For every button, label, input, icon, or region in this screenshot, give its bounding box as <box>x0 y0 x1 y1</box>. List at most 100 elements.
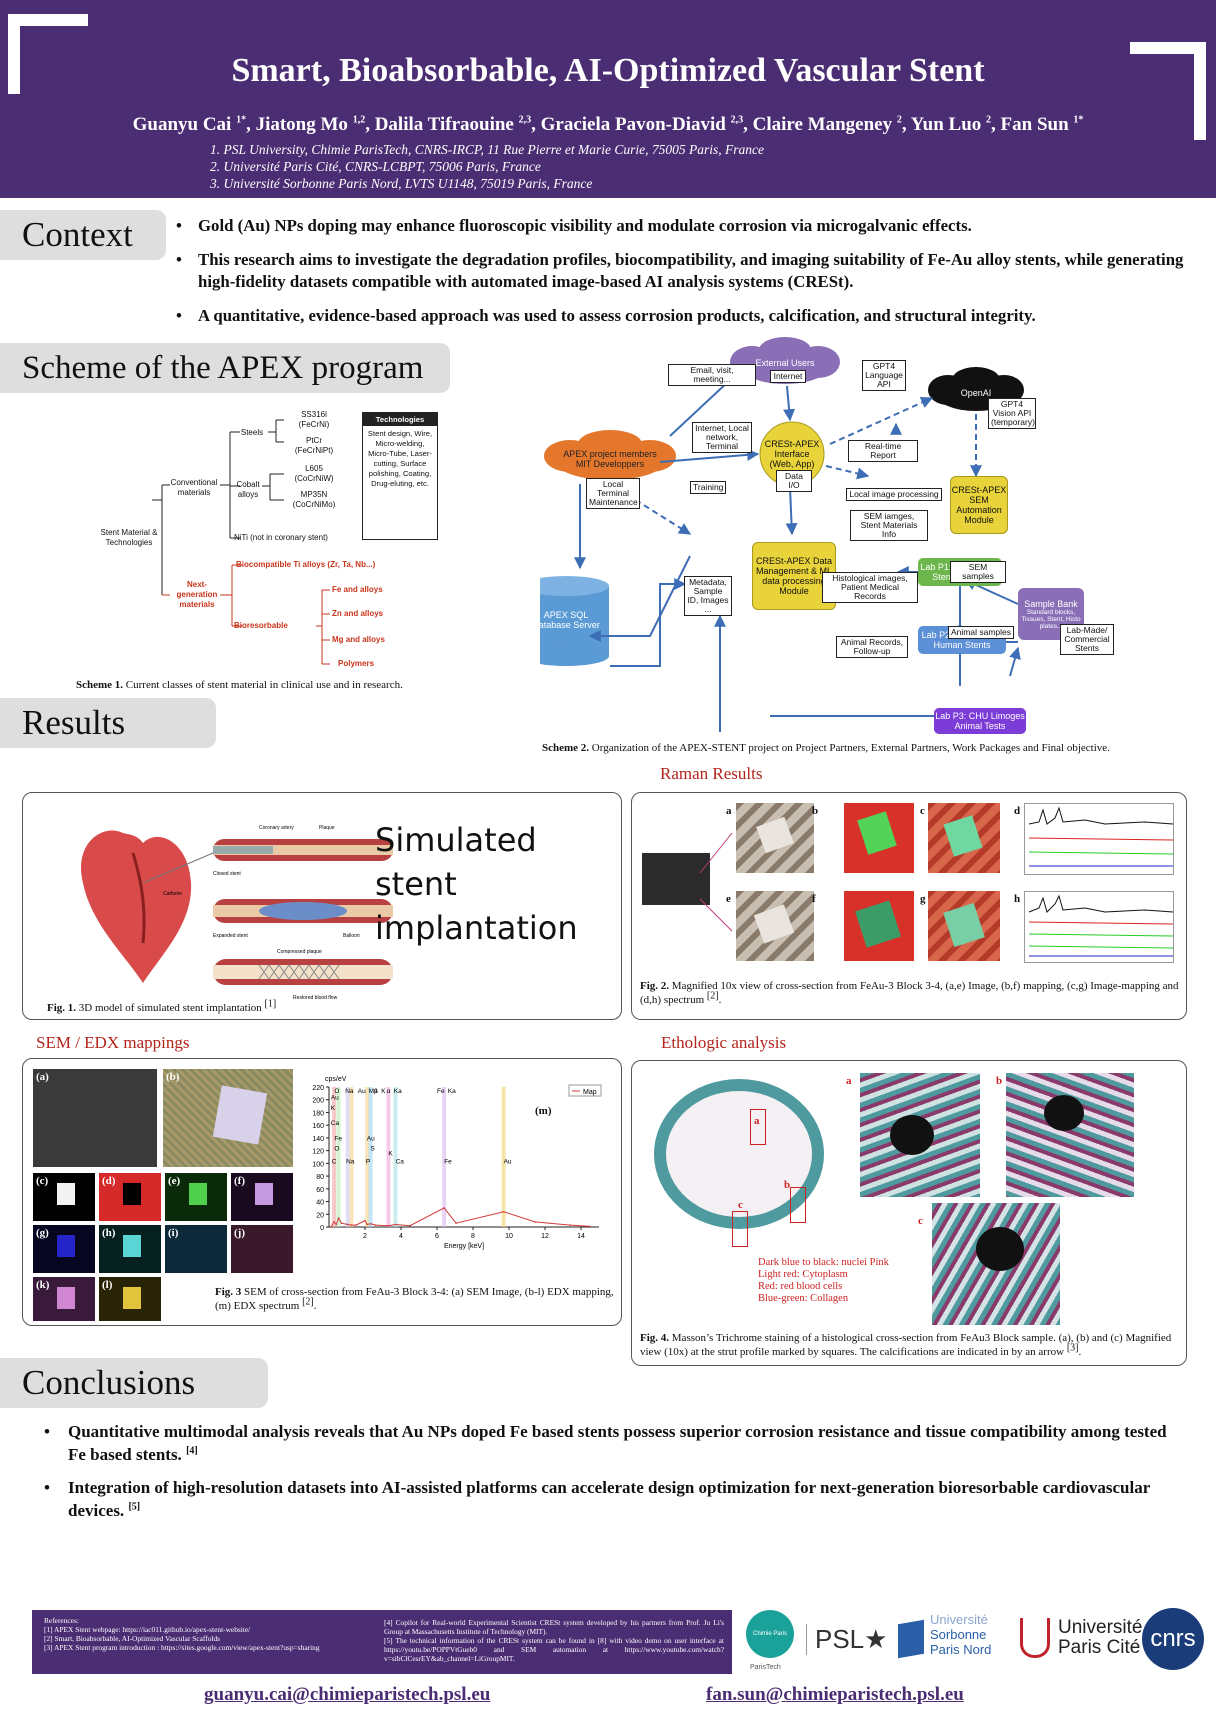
scheme1-fe: Fe and alloys <box>332 585 383 594</box>
scheme2-diagram: External Users OpenAI APEX project membe… <box>532 336 1196 734</box>
label-local-terminal: Local Terminal Maintenance <box>586 478 640 509</box>
series-point <box>330 1226 332 1228</box>
edx-map-k <box>33 1277 95 1321</box>
y-tick-label: 140 <box>312 1136 324 1143</box>
header-banner: Smart, Bioabsorbable, AI-Optimized Vascu… <box>0 0 1216 198</box>
label-internet: Internet <box>770 370 806 383</box>
element-marker <box>386 1087 391 1227</box>
legend-box <box>568 1084 602 1097</box>
raman-label: c <box>920 805 925 817</box>
series-point <box>569 1224 571 1226</box>
affiliation: 2. Université Paris Cité, CNRS-LCBPT, 75… <box>210 159 541 174</box>
author-name: Claire Mangeney <box>752 114 893 135</box>
sem-label: (h) <box>102 1227 116 1239</box>
scheme1-niti: NiTi (not in coronary stent) <box>234 533 328 542</box>
email-link-cai[interactable]: guanyu.cai@chimieparistech.psl.eu <box>204 1684 491 1705</box>
reference-link[interactable]: [4] Copilot for Real-world Experimental … <box>384 1618 724 1636</box>
x-axis-label: Energy [keV] <box>444 1243 484 1250</box>
scheme1-bioresorbable: Bioresorbable <box>234 621 288 630</box>
label-histo: Histological images, Patient Medical Rec… <box>822 572 918 603</box>
histology-zoom-a <box>860 1073 980 1197</box>
corner-decoration-left <box>8 14 88 94</box>
raman-overlay-c <box>928 803 1000 873</box>
element-label: Ka <box>394 1088 402 1095</box>
cloud-openai <box>928 367 1024 411</box>
label-gpt4-vision: GPT4 Vision API (temporary) <box>988 398 1036 429</box>
series-point <box>369 1223 372 1225</box>
sem-label: (d) <box>102 1175 116 1187</box>
author-name: Graciela Pavon-Diavid <box>540 114 726 135</box>
fig1-caption: Fig. 1. 3D model of simulated stent impl… <box>47 998 277 1014</box>
square-marker-c <box>732 1211 748 1247</box>
y-tick-label: 60 <box>316 1187 324 1194</box>
raman-overlay-g <box>928 891 1000 961</box>
series-point <box>534 1221 536 1223</box>
etho-zoom-label: a <box>846 1075 852 1087</box>
reference-link[interactable]: [5] The technical information of the CRE… <box>384 1636 724 1663</box>
sorbonne-emblem <box>898 1619 924 1659</box>
element-label: Ka <box>448 1088 456 1095</box>
stain-legend-item: Dark blue to black: nuclei Pink <box>758 1257 889 1268</box>
context-item: A quantitative, evidence-based approach … <box>176 305 1196 327</box>
node-interface: CRESt-APEX Interface (Web, App) <box>764 439 820 469</box>
series-point <box>350 1224 353 1226</box>
y-tick-label: 0 <box>320 1225 324 1232</box>
etho-overview-label: a <box>754 1115 760 1127</box>
element-label: Au <box>331 1095 339 1102</box>
scheme1-mg: Mg and alloys <box>332 635 385 644</box>
etho-overview-label: b <box>784 1179 791 1191</box>
context-item: This research aims to investigate the de… <box>176 249 1196 293</box>
email-link-sun[interactable]: fan.sun@chimieparistech.psl.eu <box>706 1684 964 1705</box>
affiliations: 1. PSL University, Chimie ParisTech, CNR… <box>210 141 1110 192</box>
element-label: Ca <box>331 1120 340 1127</box>
label-expanded: Expanded stent <box>213 933 248 939</box>
element-marker <box>345 1087 350 1227</box>
series-point <box>455 1222 457 1224</box>
element-label: K <box>331 1105 336 1112</box>
x-tick-label: 14 <box>577 1233 585 1240</box>
histology-zoom-c <box>932 1203 1060 1325</box>
label-balloon: Balloon <box>343 933 360 939</box>
author-name: Dalila Tifraouine <box>374 114 514 135</box>
reference-link[interactable]: [1] APEX Stent webpage: https://iac011.g… <box>44 1625 251 1634</box>
simulated-stent-text: Simulated stent implantation <box>375 821 578 947</box>
x-tick-label: 2 <box>363 1233 367 1240</box>
edx-map-e <box>165 1173 227 1221</box>
author-name: Jiatong Mo <box>255 114 348 135</box>
element-label: Au <box>358 1088 366 1095</box>
raman-mapping-f <box>844 891 914 961</box>
element-label: Ca <box>396 1158 405 1165</box>
etho-panel: a b c a b c Dark blue to black: nuclei P… <box>631 1060 1187 1366</box>
raman-overview-image <box>642 853 710 905</box>
y-tick-label: 20 <box>316 1212 324 1219</box>
series-point <box>387 1224 390 1227</box>
affiliation: 3. Université Sorbonne Paris Nord, LVTS … <box>210 176 593 191</box>
raman-image-a <box>736 803 814 873</box>
scheme1-nextgen: Next-generation materials <box>176 580 218 609</box>
edx-map-g <box>33 1225 95 1273</box>
reference-link[interactable]: [2] Smart, Bioabsorbable, AI-Optimized V… <box>44 1634 221 1643</box>
scheme1-ptcr: PtCr (FeCrNiPt) <box>294 436 334 455</box>
edx-map-h <box>99 1225 161 1273</box>
label-closed: Closed stent <box>213 871 241 877</box>
reference-link[interactable]: [3] APEX Stent program introduction : ht… <box>44 1643 320 1652</box>
edx-m-label: (m) <box>535 1105 552 1117</box>
element-label: Fe <box>444 1158 452 1165</box>
raman-label: f <box>812 893 816 905</box>
scheme1-l605: L605 (CoCrNiW) <box>294 464 334 483</box>
node-sem-module: CRESt-APEX SEM Automation Module <box>950 476 1008 534</box>
raman-mapping-b <box>844 803 914 873</box>
element-label: Au <box>367 1135 375 1142</box>
square-marker-b <box>790 1187 806 1223</box>
context-list: Gold (Au) NPs doping may enhance fluoros… <box>176 215 1196 339</box>
series-point <box>589 1225 591 1228</box>
node-apex-members: APEX project members MIT Developpers <box>563 449 657 469</box>
sem-label: (f) <box>234 1175 245 1187</box>
series-point <box>333 1221 335 1223</box>
etho-zoom-label: c <box>918 1215 923 1227</box>
label-lab-made: Lab-Made/ Commercial Stents <box>1060 624 1114 655</box>
sample-bank-title: Sample Bank <box>1024 598 1078 609</box>
node-lab-p3: Lab P3: CHU Limoges Animal Tests <box>934 708 1026 734</box>
raman-label: h <box>1014 893 1021 905</box>
label-compressed: Compressed plaque <box>277 949 322 955</box>
